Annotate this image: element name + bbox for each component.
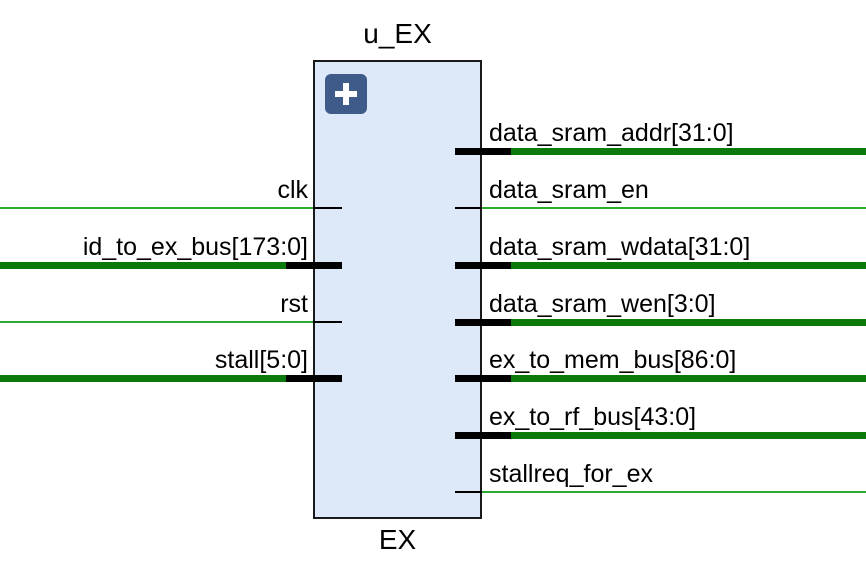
output-wire-data-sram-en[interactable] [482, 207, 866, 209]
output-pin-ex-to-mem-bus[interactable] [455, 375, 511, 382]
output-pin-data-sram-wen[interactable] [455, 319, 511, 326]
input-pin-id-to-ex-bus[interactable] [286, 262, 342, 269]
plus-icon [335, 83, 357, 105]
input-wire-rst[interactable] [0, 321, 313, 323]
output-bus-ex-to-rf-bus[interactable] [511, 432, 866, 439]
input-bus-id-to-ex-bus[interactable] [0, 262, 286, 269]
module-block[interactable] [313, 60, 482, 519]
module-name: EX [378, 524, 417, 555]
input-port-label: id_to_ex_bus[173:0] [82, 233, 308, 261]
output-port-label: data_sram_en [489, 176, 649, 204]
output-pin-data-sram-addr[interactable] [455, 148, 511, 155]
output-port-label: ex_to_mem_bus[86:0] [489, 346, 737, 374]
expand-button[interactable] [325, 74, 367, 114]
input-wire-clk[interactable] [0, 207, 313, 209]
output-pin-ex-to-rf-bus[interactable] [455, 432, 511, 439]
output-wire-stallreq-for-ex[interactable] [482, 491, 866, 493]
instance-name: u_EX [363, 18, 432, 49]
input-port-label: rst [280, 290, 308, 318]
output-port-label: data_sram_wdata[31:0] [489, 233, 751, 261]
output-pin-data-sram-en[interactable] [455, 207, 482, 209]
output-bus-ex-to-mem-bus[interactable] [511, 375, 866, 382]
output-pin-data-sram-wdata[interactable] [455, 262, 511, 269]
output-pin-stallreq-for-ex[interactable] [455, 491, 482, 493]
output-bus-data-sram-wdata[interactable] [511, 262, 866, 269]
input-pin-stall[interactable] [286, 375, 342, 382]
output-port-label: data_sram_wen[3:0] [489, 290, 716, 318]
output-bus-data-sram-wen[interactable] [511, 319, 866, 326]
input-pin-clk[interactable] [313, 207, 342, 209]
output-port-label: ex_to_rf_bus[43:0] [489, 403, 697, 431]
input-bus-stall[interactable] [0, 375, 286, 382]
input-pin-rst[interactable] [313, 321, 342, 323]
output-port-label: data_sram_addr[31:0] [489, 119, 734, 147]
input-port-label: clk [277, 176, 308, 204]
output-bus-data-sram-addr[interactable] [511, 148, 866, 155]
output-port-label: stallreq_for_ex [489, 460, 653, 488]
input-port-label: stall[5:0] [214, 346, 308, 374]
